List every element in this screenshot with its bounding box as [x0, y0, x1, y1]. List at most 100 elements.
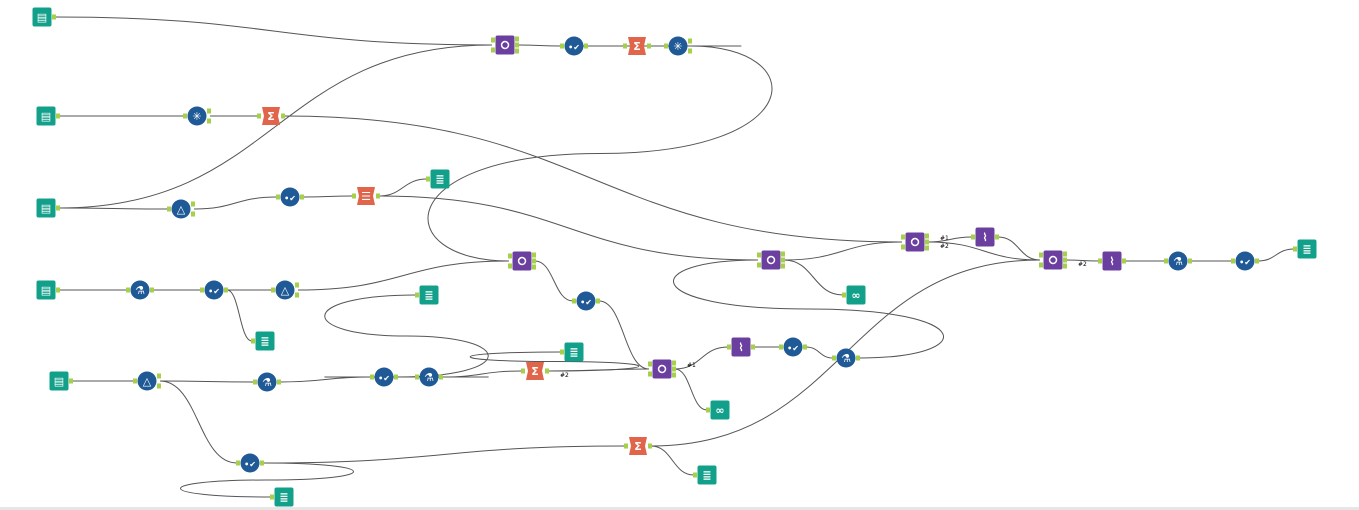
output-anchor[interactable] — [515, 42, 519, 48]
tool-dna-dna2[interactable]: ⌇ — [971, 227, 999, 247]
output-anchor[interactable] — [515, 48, 519, 54]
output-anchor[interactable] — [672, 372, 676, 378]
input-anchor[interactable] — [426, 176, 430, 182]
connection-sel8-rep5[interactable] — [180, 462, 354, 498]
output-anchor[interactable] — [69, 378, 73, 384]
connection-in3-tri1[interactable] — [58, 207, 169, 210]
connection-in1-j1[interactable] — [54, 16, 493, 46]
connection-sel4-j5[interactable] — [598, 300, 650, 370]
input-anchor[interactable] — [276, 194, 280, 200]
output-anchor[interactable] — [56, 205, 60, 211]
tool-input-in3[interactable]: ▤ — [36, 198, 61, 218]
output-anchor[interactable] — [532, 258, 536, 264]
input-anchor[interactable] — [491, 47, 495, 53]
tool-join-j3[interactable]: ⭘ — [757, 250, 785, 270]
output-anchor[interactable] — [1188, 258, 1192, 264]
tool-select-sel4[interactable]: •✔ — [572, 291, 600, 311]
output-anchor[interactable] — [52, 14, 56, 20]
output-anchor[interactable] — [648, 443, 652, 449]
output-anchor[interactable] — [672, 360, 676, 366]
output-anchor[interactable] — [56, 287, 60, 293]
input-anchor[interactable] — [236, 460, 240, 466]
tool-output-rep7[interactable]: ≣ — [1293, 239, 1317, 259]
input-anchor[interactable] — [623, 43, 627, 49]
output-anchor[interactable] — [281, 113, 285, 119]
input-anchor[interactable] — [352, 193, 356, 199]
tool-output-rep5[interactable]: ≣ — [270, 487, 294, 507]
output-anchor[interactable] — [1063, 257, 1067, 263]
output-anchor[interactable] — [647, 43, 651, 49]
output-anchor[interactable] — [596, 298, 600, 304]
input-anchor[interactable] — [491, 37, 495, 43]
output-anchor[interactable] — [803, 344, 807, 350]
tool-summarize-sum3[interactable]: Σ — [521, 362, 549, 380]
connection-fx4-sum3[interactable] — [441, 370, 523, 378]
connection-j3-j4[interactable] — [783, 241, 903, 261]
tool-select-sel6[interactable]: •✔ — [1231, 251, 1259, 271]
output-anchor[interactable] — [781, 263, 785, 269]
input-anchor[interactable] — [971, 234, 975, 240]
output-anchor[interactable] — [295, 292, 299, 298]
input-anchor[interactable] — [648, 361, 652, 367]
tool-join-j5[interactable]: ⭘ — [648, 359, 676, 379]
tool-sample-tri2[interactable]: △ — [271, 280, 299, 300]
output-anchor[interactable] — [925, 239, 929, 245]
output-anchor[interactable] — [295, 282, 299, 288]
tool-select-sel7[interactable]: •✔ — [370, 367, 398, 387]
tool-select-sel5[interactable]: •✔ — [779, 337, 807, 357]
connection-j6-dna3[interactable] — [1065, 259, 1100, 262]
input-anchor[interactable] — [133, 378, 137, 384]
tool-formula-fx1[interactable]: ⚗ — [126, 280, 154, 300]
input-anchor[interactable] — [1293, 246, 1297, 252]
input-anchor[interactable] — [253, 379, 257, 385]
output-anchor[interactable] — [191, 211, 195, 217]
tool-browse-br2[interactable]: ∞ — [842, 285, 866, 305]
tool-dna-dna1[interactable]: ⌇ — [727, 337, 755, 357]
tool-formula-fx2[interactable]: ⚗ — [832, 348, 860, 368]
input-anchor[interactable] — [693, 472, 697, 478]
input-anchor[interactable] — [508, 253, 512, 259]
input-anchor[interactable] — [901, 244, 905, 250]
output-anchor[interactable] — [56, 113, 60, 119]
output-anchor[interactable] — [300, 194, 304, 200]
input-anchor[interactable] — [560, 349, 564, 355]
output-anchor[interactable] — [260, 460, 264, 466]
tool-generate-gen1[interactable]: ✳ — [664, 36, 692, 56]
output-anchor[interactable] — [672, 366, 676, 372]
tool-output-rep3[interactable]: ≣ — [415, 285, 439, 305]
tool-input-in5[interactable]: ▤ — [49, 371, 74, 391]
input-anchor[interactable] — [1098, 258, 1102, 264]
tool-join-j6[interactable]: ⭘ — [1039, 250, 1067, 270]
output-anchor[interactable] — [277, 379, 281, 385]
output-anchor[interactable] — [688, 48, 692, 54]
tool-output-rep4[interactable]: ≣ — [560, 342, 584, 362]
connection-sum3-rep4[interactable] — [469, 351, 640, 372]
tool-sample-tri3[interactable]: △ — [133, 371, 161, 391]
output-anchor[interactable] — [157, 373, 161, 379]
connection-in3-j1[interactable] — [58, 44, 493, 209]
input-anchor[interactable] — [1231, 258, 1235, 264]
output-anchor[interactable] — [1255, 258, 1259, 264]
connection-tri1-sel2[interactable] — [193, 196, 278, 210]
tool-select-sel3[interactable]: •✔ — [200, 280, 228, 300]
output-anchor[interactable] — [584, 43, 588, 49]
output-anchor[interactable] — [688, 38, 692, 44]
tool-input-in4[interactable]: ▤ — [36, 280, 61, 300]
tool-input-in1[interactable]: ▤ — [32, 7, 57, 27]
tool-output-rep1[interactable]: ≣ — [426, 169, 450, 189]
output-anchor[interactable] — [394, 374, 398, 380]
output-anchor[interactable] — [207, 108, 211, 114]
connection-j2-sel4[interactable] — [534, 260, 574, 302]
tool-input-in2[interactable]: ▤ — [36, 106, 61, 126]
output-anchor[interactable] — [995, 234, 999, 240]
input-anchor[interactable] — [779, 344, 783, 350]
connection-sel6-rep7[interactable] — [1257, 248, 1295, 262]
input-anchor[interactable] — [370, 374, 374, 380]
tool-formula-fx3[interactable]: ⚗ — [253, 372, 281, 392]
connection-j1-sel1[interactable] — [517, 44, 562, 47]
output-anchor[interactable] — [191, 201, 195, 207]
connection-tri3-sel8[interactable] — [159, 380, 238, 464]
output-anchor[interactable] — [545, 368, 549, 374]
connection-tri2-j2[interactable] — [297, 260, 510, 291]
